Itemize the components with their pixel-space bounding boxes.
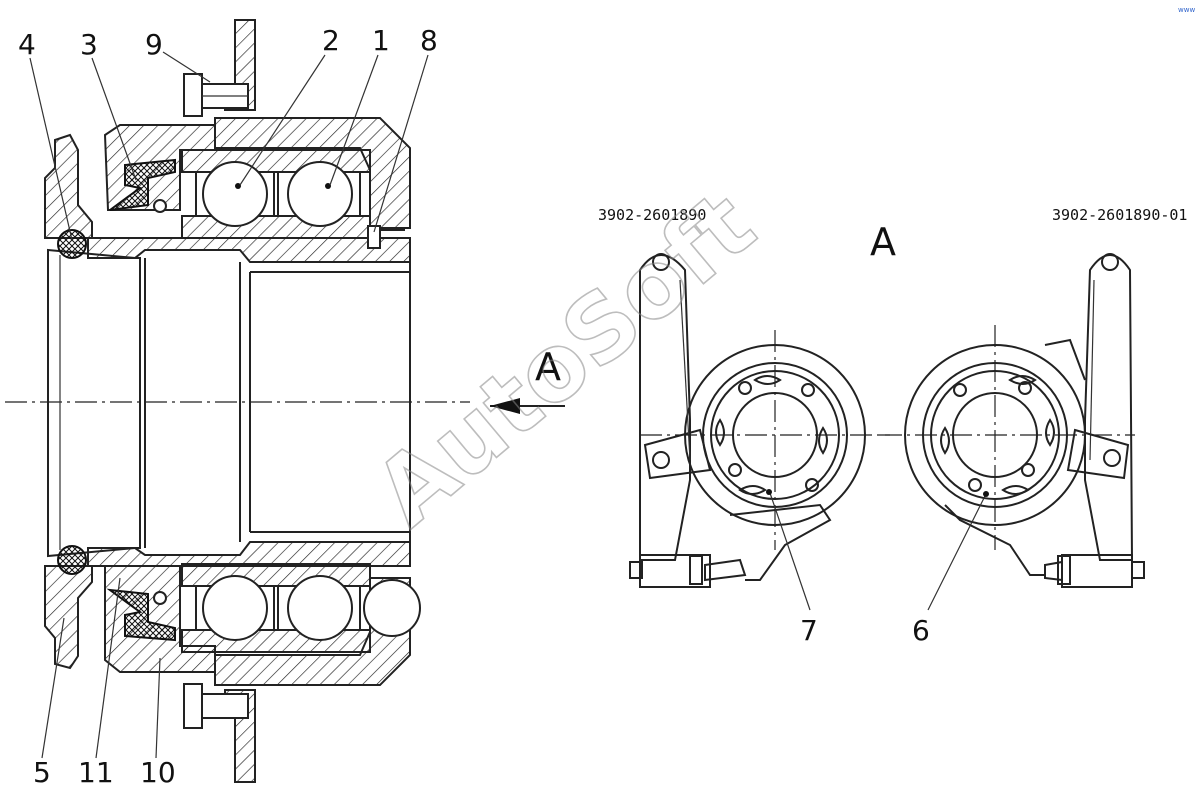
- part-number-left: 3902-2601890: [598, 206, 706, 224]
- bolt-head-upper: [183, 73, 203, 117]
- seal-lower: [106, 588, 176, 642]
- bore-front: [47, 248, 141, 558]
- sleeve-upper: [87, 237, 411, 263]
- ball-lower-1: [202, 575, 268, 641]
- callout-4: 4: [18, 28, 36, 61]
- front-ring-upper: [44, 133, 93, 239]
- callout-7: 7: [800, 614, 818, 647]
- front-ring-lower: [44, 565, 93, 670]
- callout-1: 1: [372, 24, 390, 57]
- bearing-inner-ring-lower: [181, 563, 371, 587]
- view-a-left-lever: [629, 253, 890, 611]
- callout-8: 8: [420, 24, 438, 57]
- callout-labels: 4 3 9 2 1 8 5 11 10 7 6: [18, 24, 930, 789]
- bearing-inner-ring-upper: [181, 215, 371, 239]
- view-title: A: [870, 220, 896, 264]
- ball-2-upper: [202, 161, 268, 227]
- callout-6: 6: [912, 614, 930, 647]
- leader-lines: [29, 51, 429, 759]
- o-ring-lower: [57, 545, 87, 575]
- section-view: [5, 19, 565, 783]
- callout-9: 9: [145, 28, 163, 61]
- callout-3: 3: [80, 28, 98, 61]
- bolt-shank-lower: [201, 693, 249, 719]
- bearing-outer-ring-lower: [181, 629, 371, 653]
- ball-lower-3: [363, 579, 421, 637]
- o-ring-upper: [57, 229, 87, 259]
- callout-10: 10: [140, 756, 176, 789]
- bolt-head-lower: [183, 683, 203, 729]
- callout-5: 5: [33, 756, 51, 789]
- part-number-right: 3902-2601890-01: [1052, 206, 1187, 224]
- ball-lower-2: [287, 575, 353, 641]
- ball-1-upper: [287, 161, 353, 227]
- watermark: AutoSoft: [355, 171, 774, 547]
- view-arrow-label: A: [535, 345, 561, 389]
- view-a-right-lever: [880, 253, 1145, 611]
- retaining-ring: [367, 225, 381, 249]
- callout-11: 11: [78, 756, 114, 789]
- corner-mark: www: [1178, 6, 1195, 14]
- sleeve-lower: [87, 541, 411, 567]
- callout-2: 2: [322, 24, 340, 57]
- seal-upper: [109, 158, 176, 211]
